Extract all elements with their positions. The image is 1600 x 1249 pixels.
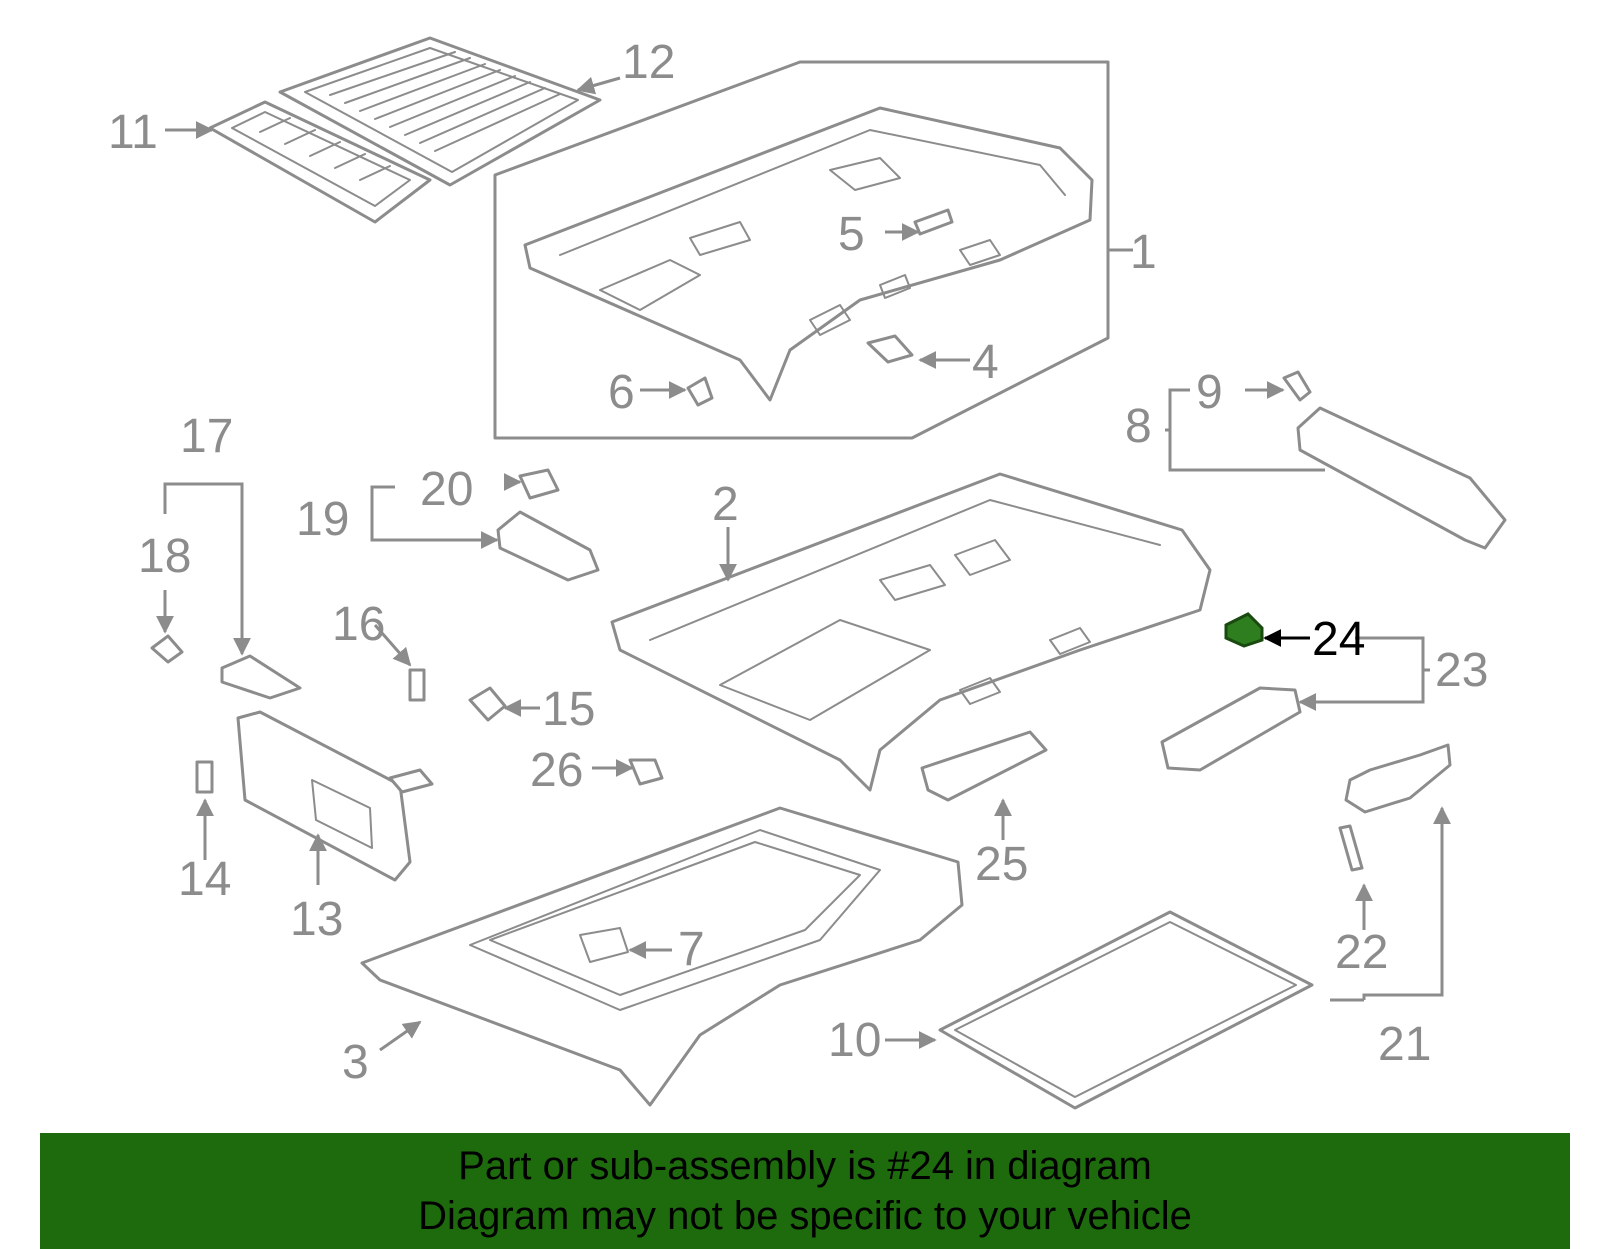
part-2-headliner — [610, 472, 1212, 792]
part-9-clip — [1282, 370, 1312, 402]
callout-16: 16 — [332, 598, 385, 651]
footer-line-2: Diagram may not be specific to your vehi… — [418, 1194, 1192, 1238]
part-3-headliner-sunroof — [360, 806, 964, 1107]
leader-lines — [156, 76, 1451, 1052]
callout-18: 18 — [138, 530, 191, 583]
callout-9: 9 — [1196, 366, 1223, 419]
callout-6: 6 — [608, 366, 635, 419]
callout-26: 26 — [530, 744, 583, 797]
part-22-bolt — [1338, 824, 1364, 872]
callout-1: 1 — [1130, 226, 1157, 279]
callout-8: 8 — [1125, 400, 1152, 453]
part-4-pad — [866, 334, 914, 364]
footer-line-1: Part or sub-assembly is #24 in diagram — [458, 1144, 1152, 1188]
callout-11: 11 — [108, 106, 158, 159]
callout-21: 21 — [1378, 1018, 1431, 1071]
part-16-screw — [408, 668, 426, 702]
part-6-clip — [686, 376, 714, 407]
part-1-headliner — [523, 106, 1094, 402]
part-18-clip — [150, 634, 184, 664]
part-17-bracket — [220, 654, 302, 700]
part-24-highlighted — [1224, 612, 1264, 648]
callout-24-highlighted: 24 — [1312, 613, 1365, 666]
part-19-lamp — [496, 510, 600, 582]
callout-12: 12 — [622, 36, 675, 89]
part-11-roof-pad — [208, 100, 432, 224]
callout-23: 23 — [1435, 644, 1488, 697]
part-10-sunroof-seal — [938, 910, 1314, 1110]
part-21-grab-handle — [1344, 743, 1452, 814]
callout-17: 17 — [180, 410, 233, 463]
part-23-bracket — [1160, 686, 1302, 772]
part-12-roof-pad — [278, 36, 602, 187]
callout-13: 13 — [290, 893, 343, 946]
part-8-rear-trim — [1296, 406, 1507, 550]
callout-10: 10 — [828, 1014, 881, 1067]
callout-22: 22 — [1335, 926, 1388, 979]
callout-3: 3 — [342, 1036, 369, 1089]
callout-2: 2 — [712, 478, 739, 531]
part-1-group-box — [493, 60, 1110, 440]
footer-banner: Part or sub-assembly is #24 in diagram D… — [40, 1133, 1570, 1249]
callout-19: 19 — [296, 493, 349, 546]
callout-15: 15 — [542, 683, 595, 736]
callout-7: 7 — [678, 923, 705, 976]
part-15-clip — [468, 686, 507, 722]
callout-14: 14 — [178, 853, 231, 906]
part-26-pin — [628, 758, 664, 786]
part-14-screw — [195, 760, 214, 794]
callout-5: 5 — [838, 208, 865, 261]
callout-20: 20 — [420, 463, 473, 516]
callout-4: 4 — [972, 336, 999, 389]
part-20-bulb — [518, 468, 560, 500]
part-25-console — [920, 730, 1048, 802]
callout-25: 25 — [975, 838, 1028, 891]
part-13-sunvisor — [236, 710, 434, 882]
